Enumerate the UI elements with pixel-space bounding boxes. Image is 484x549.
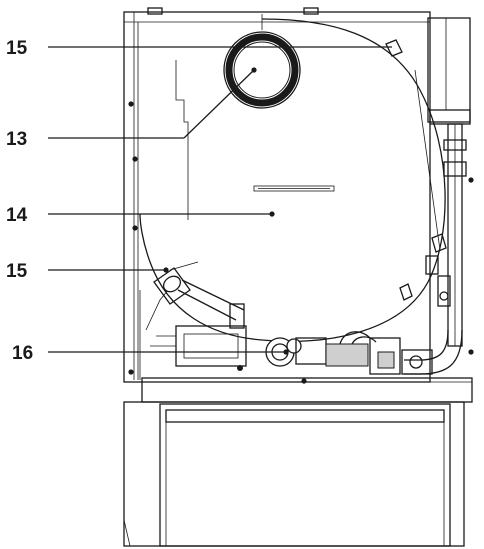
burner-nozzle — [153, 261, 245, 329]
flue-outlet-ring-icon — [223, 14, 301, 109]
fixing-screw-icon — [468, 349, 474, 355]
leader-lines — [48, 46, 392, 355]
leader-line-13-diag — [183, 69, 255, 139]
heat-exchanger-drum-icon — [139, 18, 447, 343]
callout-16: 16 — [12, 343, 33, 364]
fixing-screw-icon — [468, 177, 474, 183]
callout-13: 13 — [6, 129, 27, 150]
callout-15-lower: 15 — [6, 261, 28, 282]
fixing-screw-icon — [132, 156, 138, 162]
fixing-screw-icon — [128, 101, 134, 107]
callout-14: 14 — [6, 205, 28, 226]
fixing-screw-icon — [128, 369, 134, 375]
callout-15-top: 15 — [6, 38, 28, 59]
callout-labels: 15 13 14 15 16 — [6, 38, 33, 364]
pump-assembly-icon — [150, 325, 433, 375]
right-flow-pipe — [404, 123, 467, 375]
left-bracket — [139, 60, 189, 380]
fixing-screw-icon — [301, 378, 307, 384]
base-stand — [123, 377, 473, 547]
fixing-screw-icon — [132, 225, 138, 231]
